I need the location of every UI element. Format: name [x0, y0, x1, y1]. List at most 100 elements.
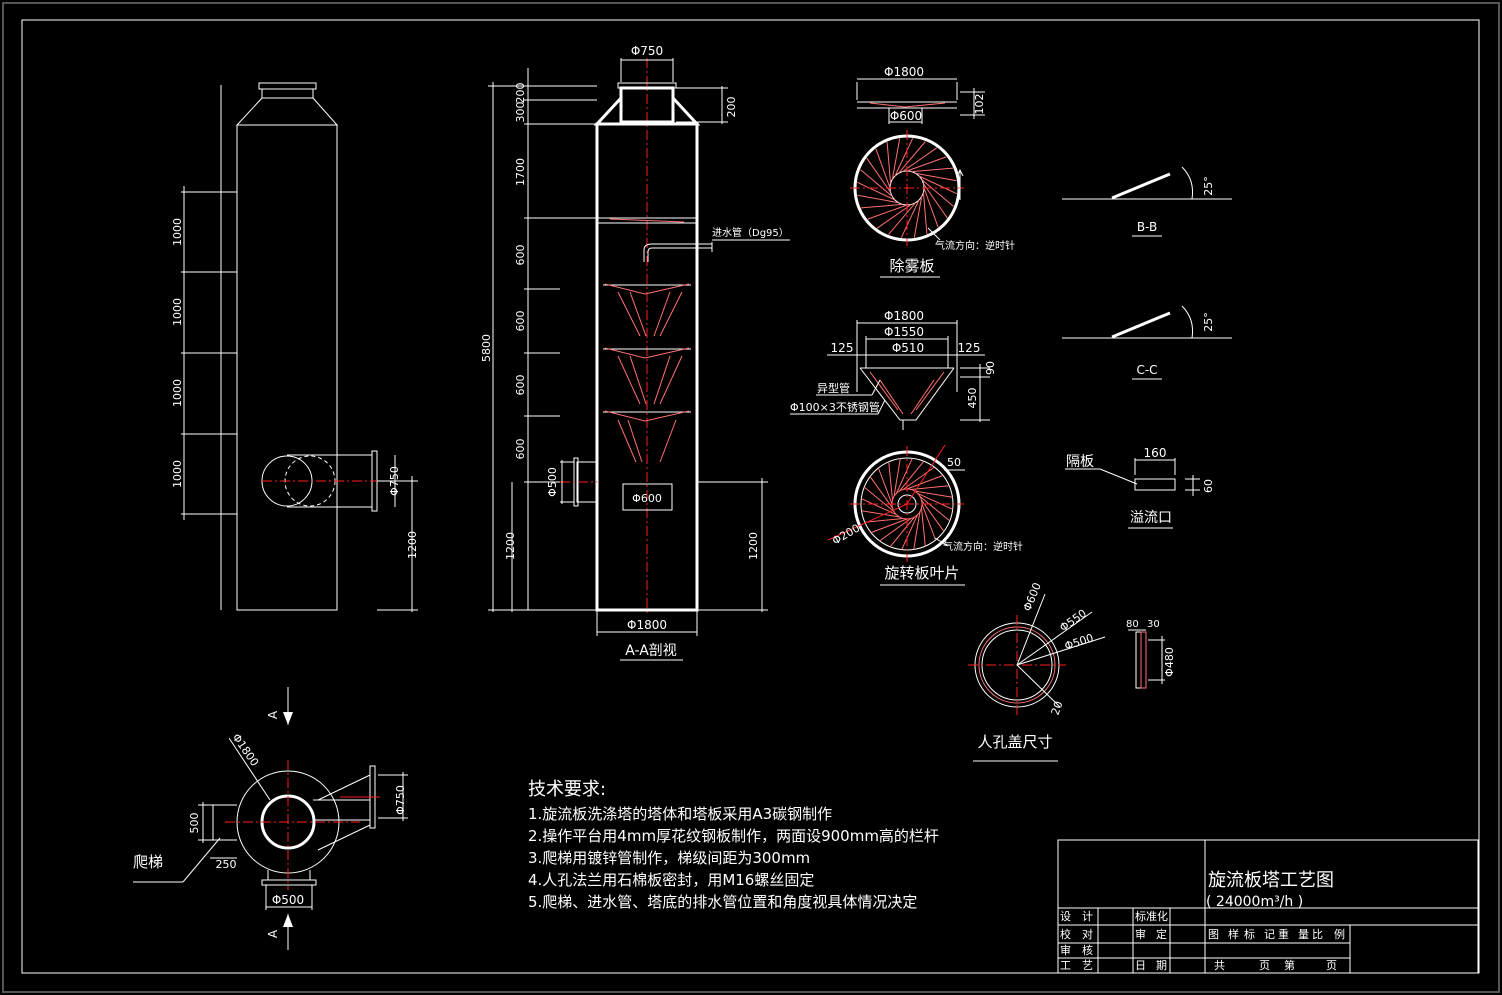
title-sub: ( 24000m³/h ) — [1206, 894, 1303, 910]
overflow-label: 隔板 — [1066, 454, 1094, 470]
aa-left-dim-200: 200 — [514, 83, 527, 104]
rotary-dia-mid: Φ1550 — [884, 325, 924, 339]
aa-left-dim-600c: 600 — [514, 375, 527, 396]
demister-spokes-vane — [911, 167, 953, 173]
rotary-spokes-vane — [902, 466, 935, 490]
demister-spokes-vane — [898, 141, 926, 174]
overflow-view: 隔板 160 60 溢流口 — [1065, 446, 1215, 529]
aa-left-dim-300: 300 — [514, 102, 527, 123]
technical-notes: 技术要求: 1.旋流板洗涤塔的塔体和塔板采用A3碳钢制作 2.操作平台用4mm厚… — [528, 779, 939, 911]
cc-angle: 25° — [1202, 312, 1215, 332]
manhole-w30: 30 — [1147, 619, 1160, 630]
tb-b-2: 页 — [1259, 959, 1270, 972]
aa-inlet-water: 进水管（Dg95） — [712, 226, 789, 239]
rotary-spokes-vane — [921, 507, 926, 547]
tb-h-2: 样 — [1228, 927, 1239, 941]
manhole-d500: Φ500 — [1063, 631, 1095, 653]
aa-right-height: 1200 — [747, 532, 760, 560]
tb-r2-c2: 对 — [1082, 927, 1093, 941]
elevation-view: 1000 1000 1000 1000 Φ750 1200 — [171, 82, 419, 612]
tb-h-8: 例 — [1334, 927, 1345, 941]
rotary-spokes-vane — [913, 511, 921, 550]
demister-spokes-vane — [891, 138, 901, 180]
demister-spokes-vane — [902, 147, 938, 173]
section-cc: 25° C-C — [1062, 305, 1232, 380]
tb-r1-c2: 计 — [1082, 910, 1093, 923]
tb-h-3: 标 — [1244, 927, 1255, 941]
tb-b-4: 页 — [1326, 959, 1337, 972]
rotary-spokes-vane — [895, 458, 913, 494]
demister-spokes-vane — [921, 179, 954, 207]
demister-spokes-vane — [894, 138, 914, 177]
manhole-w80: 80 — [1126, 619, 1139, 630]
elev-dim-1200: 1200 — [406, 531, 419, 559]
notes-item-3: 3.爬梯用镀锌管制作，梯级间距为300mm — [528, 849, 810, 867]
tb-h-7: 比 — [1312, 928, 1323, 941]
rotary-caption: 旋转板叶片 — [884, 564, 959, 582]
tb-r3-c1: 审 — [1060, 943, 1071, 957]
aa-manhole-dia: Φ600 — [632, 492, 662, 505]
demister-spokes-vane — [867, 204, 908, 220]
tb-r2-c4: 定 — [1156, 927, 1167, 941]
aa-bottom-dia: Φ1800 — [627, 618, 667, 632]
rotary-dia-outer: Φ1800 — [884, 309, 924, 323]
demister-spokes-vane — [888, 202, 916, 235]
notes-title: 技术要求: — [528, 779, 606, 800]
plan-dim-250: 250 — [216, 858, 237, 871]
demister-spokes-vane — [857, 194, 899, 204]
rotary-h2: 450 — [966, 388, 979, 409]
demister-spokes-vane — [857, 181, 896, 201]
overflow-height: 60 — [1202, 479, 1215, 493]
bb-angle: 25° — [1202, 176, 1215, 196]
demister-dia-inner: Φ600 — [890, 109, 922, 123]
rotary-spokes-vane — [914, 490, 953, 498]
rotary-dim-200: Φ200 — [830, 522, 862, 548]
elev-dim-2: 1000 — [171, 298, 184, 326]
cc-caption: C-C — [1136, 363, 1157, 377]
rotary-spokes-vane — [864, 518, 904, 523]
tb-h-5: 重 — [1278, 927, 1289, 941]
tb-r1-c1: 设 — [1060, 910, 1071, 923]
notes-item-2: 2.操作平台用4mm厚花纹钢板制作，两面设900mm高的栏杆 — [528, 827, 939, 845]
rotary-spokes-vane — [870, 518, 908, 534]
rotary-spokes-vane — [899, 460, 925, 492]
overflow-caption: 溢流口 — [1130, 510, 1172, 526]
demister-spokes-vane — [866, 157, 892, 193]
rotary-special-pipe: 异型管 — [817, 381, 850, 395]
demister-spokes-vane — [918, 175, 957, 195]
rotary-dia-inner: Φ510 — [892, 341, 924, 355]
rotary-spokes-vane — [919, 496, 951, 522]
plan-bottom-nozzle: Φ500 — [272, 893, 304, 907]
demister-view: Φ1800 Φ600 102 气流方向：逆时针 除雾板 — [850, 65, 1015, 278]
rotary-plate-view: Φ1800 Φ1550 125 Φ510 125 90 450 异型管 Φ100… — [790, 309, 1023, 586]
manhole-d600: Φ600 — [1021, 581, 1044, 613]
tb-r3-c2: 核 — [1082, 943, 1093, 957]
tb-r4-c4: 期 — [1156, 959, 1167, 972]
notes-item-4: 4.人孔法兰用石棉板密封，用M16螺丝固定 — [528, 871, 814, 889]
plan-nozzle: Φ750 — [394, 785, 407, 815]
demister-spokes-vane — [923, 187, 939, 228]
rotary-spokes-vane — [901, 514, 919, 550]
rotary-dim-50: 50 — [947, 456, 961, 469]
inner-frame — [21, 19, 1480, 974]
title-main: 旋流板塔工艺图 — [1208, 870, 1334, 891]
rotary-h1: 90 — [984, 361, 997, 375]
demister-spokes-vane — [922, 183, 948, 219]
demister-spokes-vane — [876, 203, 912, 229]
demister-spokes-vane — [861, 203, 903, 209]
demister-spokes-vane — [860, 169, 893, 197]
demister-spokes-vane — [922, 192, 928, 234]
manhole-caption: 人孔盖尺寸 — [977, 733, 1052, 751]
notes-item-1: 1.旋流板洗涤塔的塔体和塔板采用A3碳钢制作 — [528, 805, 832, 823]
tb-r2-c1: 校 — [1060, 927, 1071, 941]
aa-left-dim-1700: 1700 — [514, 158, 527, 186]
tb-b-1: 共 — [1214, 959, 1225, 972]
rotary-spokes-vane — [921, 499, 945, 532]
rotary-pipe: Φ100×3不锈钢管 — [790, 400, 880, 414]
elev-dim-4: 1000 — [171, 460, 184, 488]
aa-left-dim-600b: 600 — [514, 311, 527, 332]
tb-h-6: 量 — [1298, 928, 1309, 941]
rotary-spokes-vane — [906, 474, 944, 490]
